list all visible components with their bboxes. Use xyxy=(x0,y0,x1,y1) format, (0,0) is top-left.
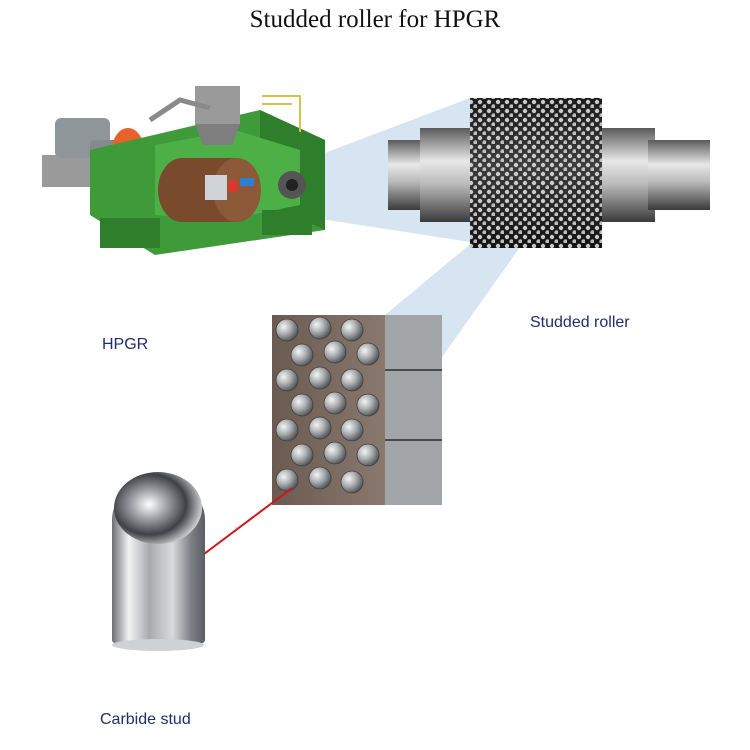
label-studded-roller: Studded roller xyxy=(530,314,630,331)
carbide-stud-illustration xyxy=(112,472,205,651)
studded-roller-illustration xyxy=(388,98,710,248)
studded-surface-closeup xyxy=(272,315,442,505)
label-carbide-stud: Carbide stud xyxy=(100,711,191,728)
label-hpgr: HPGR xyxy=(102,336,149,353)
diagram-title: Studded roller for HPGR xyxy=(249,6,501,33)
leader-line-stud xyxy=(195,487,293,561)
hpgr-machine-illustration xyxy=(42,86,325,255)
